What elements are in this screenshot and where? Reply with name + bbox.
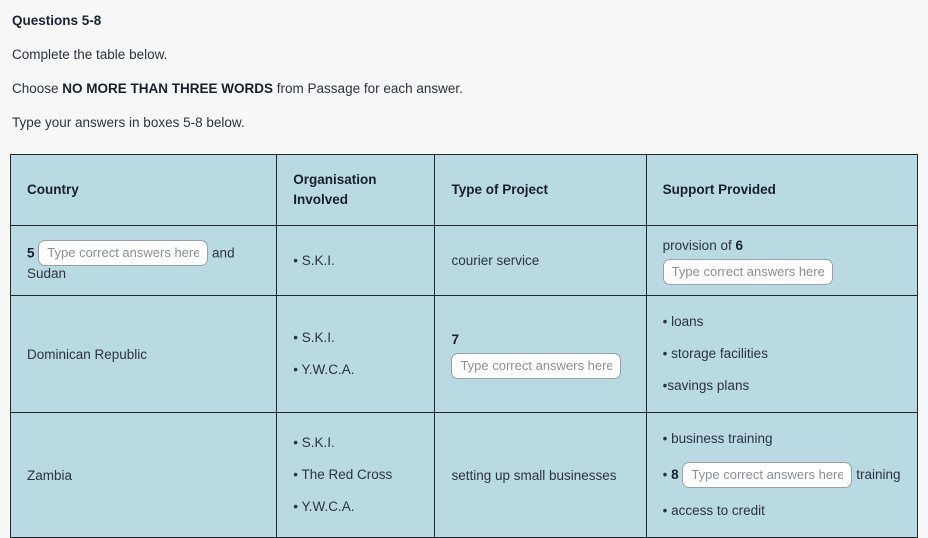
question-5-row: 5 and bbox=[27, 240, 260, 266]
cell-type-3: setting up small businesses bbox=[434, 412, 647, 538]
column-header-country: Country bbox=[9, 154, 278, 226]
instruction-word-limit-prefix: Choose bbox=[12, 81, 63, 96]
support-bullet: • business training bbox=[662, 431, 773, 446]
cell-type-1: courier service bbox=[434, 225, 647, 296]
cell-support-3: • business training • 8 training • acces… bbox=[645, 412, 919, 538]
organisation-bullet: • The Red Cross bbox=[293, 467, 393, 482]
support-3-bullet-marker: • bbox=[662, 467, 672, 482]
question-number-5: 5 bbox=[27, 245, 35, 261]
organisation-bullet: • Y.W.C.A. bbox=[293, 362, 355, 377]
question-number-8: 8 bbox=[671, 467, 679, 482]
cell-organisation-3: • S.K.I. • The Red Cross • Y.W.C.A. bbox=[276, 412, 436, 538]
cell-support-1: provision of 6 bbox=[645, 225, 919, 296]
support-1-prefix: provision of bbox=[662, 238, 736, 253]
answer-input-5[interactable] bbox=[38, 240, 209, 266]
instruction-complete-table: Complete the table below. bbox=[12, 47, 168, 62]
answer-input-8[interactable] bbox=[682, 462, 853, 488]
instruction-word-limit-suffix: from Passage for each answer. bbox=[273, 81, 463, 96]
column-header-support-provided: Support Provided bbox=[645, 154, 919, 226]
answer-input-7[interactable] bbox=[451, 352, 622, 379]
organisation-bullet: • S.K.I. bbox=[293, 330, 335, 345]
answer-input-6[interactable] bbox=[662, 259, 833, 285]
instruction-word-limit: Choose NO MORE THAN THREE WORDS from Pas… bbox=[12, 80, 918, 98]
question-number-7: 7 bbox=[451, 331, 459, 347]
organisation-bullet: • S.K.I. bbox=[293, 435, 335, 450]
question-8-row: • 8 training bbox=[663, 455, 901, 495]
instruction-type-answers: Type your answers in boxes 5-8 below. bbox=[12, 115, 245, 130]
support-3-suffix: training bbox=[856, 467, 901, 482]
cell-type-2: 7 bbox=[434, 295, 647, 413]
question-6-label: provision of 6 bbox=[663, 236, 901, 256]
cell-country-1: 5 and Sudan bbox=[9, 225, 278, 296]
cell-country-2: Dominican Republic bbox=[9, 295, 278, 413]
organisation-bullet: • S.K.I. bbox=[293, 252, 335, 268]
column-header-organisation-line2: Involved bbox=[293, 192, 349, 207]
cell-country-3: Zambia bbox=[9, 412, 278, 538]
support-bullet: •savings plans bbox=[662, 378, 750, 393]
column-header-type-of-project: Type of Project bbox=[434, 154, 647, 226]
organisation-bullet: • Y.W.C.A. bbox=[293, 499, 355, 514]
support-bullet: • storage facilities bbox=[662, 346, 768, 361]
country-1-conjunction: and bbox=[212, 245, 235, 261]
support-bullet: • access to credit bbox=[662, 503, 765, 518]
cell-organisation-1: • S.K.I. bbox=[276, 225, 436, 296]
cell-organisation-2: • S.K.I. • Y.W.C.A. bbox=[276, 295, 436, 413]
question-number-6: 6 bbox=[735, 238, 743, 253]
support-bullet: • loans bbox=[662, 314, 704, 329]
country-1-second-line: Sudan bbox=[27, 266, 67, 281]
table-row: Zambia • S.K.I. • The Red Cross • Y.W.C.… bbox=[9, 412, 919, 538]
column-header-organisation-line1: Organisation bbox=[293, 172, 377, 187]
table-row: 5 and Sudan • S.K.I. courier service pro… bbox=[9, 225, 919, 296]
instruction-word-limit-emphasis: NO MORE THAN THREE WORDS bbox=[62, 81, 274, 96]
page-title: Questions 5-8 bbox=[12, 13, 102, 28]
table-row: Dominican Republic • S.K.I. • Y.W.C.A. 7… bbox=[9, 295, 919, 413]
cell-support-2: • loans • storage facilities •savings pl… bbox=[645, 295, 919, 413]
